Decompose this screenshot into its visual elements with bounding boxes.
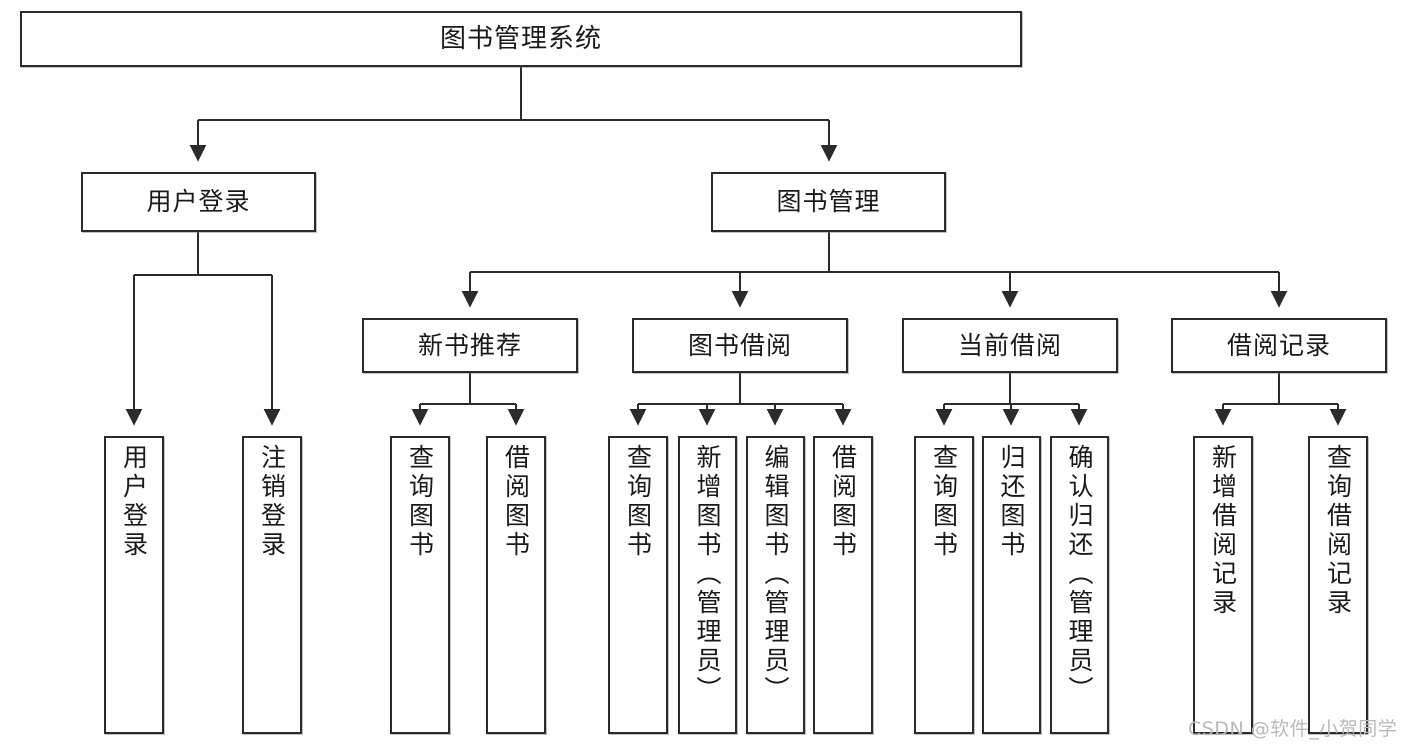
node-leaf-user-login-label: 用户登录 <box>119 444 149 560</box>
node-leaf-add-book-admin[interactable]: 新增图书（管理员） <box>678 436 737 734</box>
node-leaf-borrow-book-label: 借阅图书 <box>828 444 858 560</box>
node-leaf-borrow-book-rec[interactable]: 借阅图书 <box>486 436 546 734</box>
node-leaf-query-book-rec[interactable]: 查询图书 <box>390 436 450 734</box>
node-leaf-edit-book-admin[interactable]: 编辑图书（管理员） <box>746 436 805 734</box>
node-leaf-borrow-book[interactable]: 借阅图书 <box>813 436 873 734</box>
node-leaf-user-logout[interactable]: 注销登录 <box>242 436 302 734</box>
node-leaf-user-logout-label: 注销登录 <box>257 444 287 560</box>
node-user-login-label: 用户登录 <box>146 187 251 217</box>
node-root-label: 图书管理系统 <box>439 23 602 54</box>
watermark: CSDN @软件_小贺同学 <box>1188 718 1398 740</box>
node-leaf-query-book-borrow-label: 查询图书 <box>623 444 653 560</box>
node-user-login[interactable]: 用户登录 <box>81 172 316 232</box>
node-leaf-borrow-book-rec-label: 借阅图书 <box>501 444 531 560</box>
node-leaf-return-book[interactable]: 归还图书 <box>982 436 1041 734</box>
node-leaf-add-book-admin-label: 新增图书（管理员） <box>693 444 722 705</box>
node-new-book-recommend[interactable]: 新书推荐 <box>362 318 578 373</box>
node-leaf-return-book-label: 归还图书 <box>997 444 1026 560</box>
node-leaf-query-book-current[interactable]: 查询图书 <box>914 436 974 734</box>
node-new-book-recommend-label: 新书推荐 <box>417 330 522 360</box>
node-leaf-query-book-borrow[interactable]: 查询图书 <box>608 436 668 734</box>
node-leaf-user-login[interactable]: 用户登录 <box>104 436 164 734</box>
node-leaf-confirm-return-admin[interactable]: 确认归还（管理员） <box>1050 436 1109 734</box>
node-current-borrow[interactable]: 当前借阅 <box>902 318 1118 373</box>
node-borrow-records[interactable]: 借阅记录 <box>1171 318 1387 373</box>
node-leaf-query-book-current-label: 查询图书 <box>929 444 959 560</box>
node-borrow-records-label: 借阅记录 <box>1226 330 1331 360</box>
node-leaf-edit-book-admin-label: 编辑图书（管理员） <box>761 444 790 705</box>
node-book-borrow[interactable]: 图书借阅 <box>632 318 848 373</box>
node-book-borrow-label: 图书借阅 <box>687 330 792 360</box>
node-leaf-add-borrow-record-label: 新增借阅记录 <box>1208 444 1238 618</box>
node-leaf-query-book-rec-label: 查询图书 <box>405 444 435 560</box>
node-book-manage[interactable]: 图书管理 <box>711 172 946 232</box>
node-current-borrow-label: 当前借阅 <box>957 330 1062 360</box>
node-leaf-add-borrow-record[interactable]: 新增借阅记录 <box>1193 436 1253 734</box>
node-leaf-query-borrow-record[interactable]: 查询借阅记录 <box>1308 436 1368 734</box>
node-book-manage-label: 图书管理 <box>776 187 881 217</box>
node-leaf-confirm-return-admin-label: 确认归还（管理员） <box>1065 444 1094 705</box>
node-root[interactable]: 图书管理系统 <box>20 11 1022 67</box>
node-leaf-query-borrow-record-label: 查询借阅记录 <box>1323 444 1353 618</box>
